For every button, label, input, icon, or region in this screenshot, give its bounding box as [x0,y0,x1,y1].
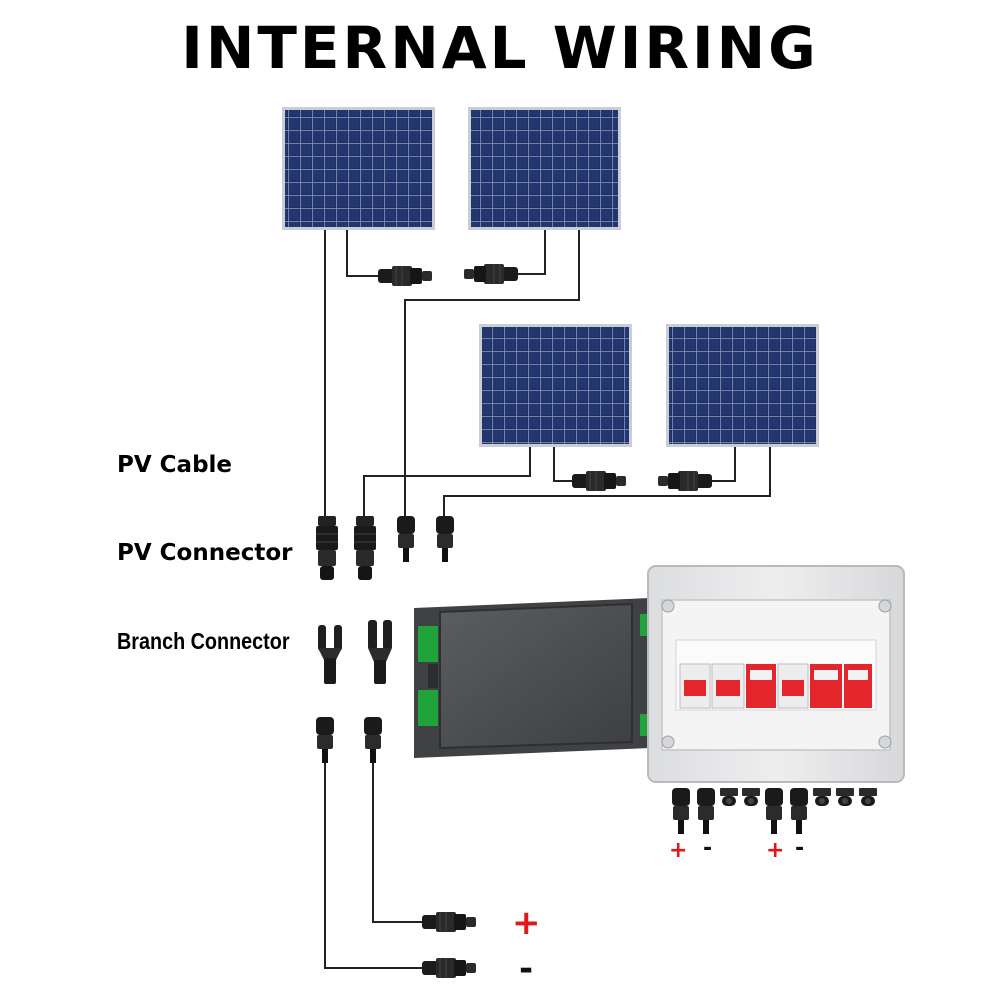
mc4-female-connector-icon [364,717,382,763]
pv-cable [324,230,771,969]
mc4-male-connector-icon [436,516,454,562]
solar-panel-icon [282,107,435,230]
breaker-icon [810,664,842,708]
solar-panel-icon [666,324,819,447]
mc4-female-connector-icon [353,515,377,581]
box-plus-sign-1: + [669,838,688,863]
mc4-male-connector-icon [765,788,783,834]
breaker-icon [679,663,711,709]
box-minus-sign-1: - [703,836,713,861]
solar-panel-icon [468,107,621,230]
output-plus-sign: + [512,903,541,943]
mc4-male-connector-icon [421,957,477,979]
pv-connector-label: PV Connector [117,540,293,566]
branch-connector-icon [318,625,342,684]
output-minus-sign: - [519,949,534,989]
solar-panel-icon [479,324,632,447]
page-title: INTERNAL WIRING [181,14,819,82]
breaker-icon [844,664,872,708]
mc4-female-connector-icon [315,515,339,581]
pv-cable-label: PV Cable [117,452,233,478]
combiner-box-icon [414,565,905,834]
cable-gland-icon [859,788,877,806]
mc4-male-connector-icon [316,717,334,763]
mc4-male-connector-icon [397,516,415,562]
branch-connector-label: Branch Connector [117,628,290,654]
mc4-female-connector-icon [790,788,808,834]
mc4-male-connector-icon [377,265,433,287]
mc4-female-connector-icon [463,263,519,285]
cable-gland-icon [813,788,831,806]
cable-gland-icon [720,788,738,806]
box-plus-sign-2: + [766,838,785,863]
mc4-male-connector-icon [672,788,690,834]
breaker-icon [777,663,809,709]
box-minus-sign-2: - [795,836,805,861]
mc4-female-connector-icon [697,788,715,834]
breaker-icon [746,664,776,708]
cable-gland-icon [836,788,854,806]
mc4-male-connector-icon [571,470,627,492]
cable-gland-icon [742,788,760,806]
mc4-female-connector-icon [657,470,713,492]
branch-connector-icon [368,620,392,684]
breaker-icon [711,663,745,709]
mc4-female-connector-icon [421,911,477,933]
